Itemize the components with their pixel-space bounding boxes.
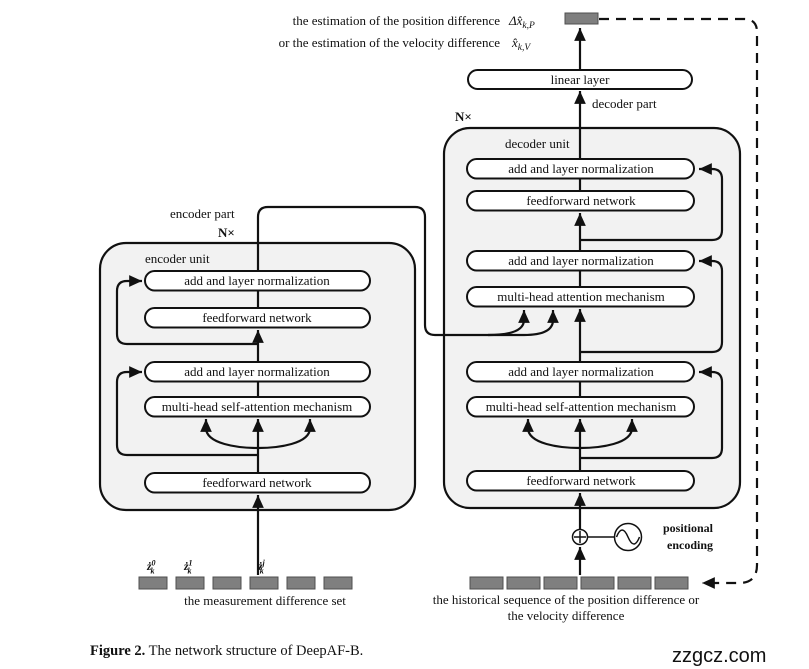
- encoder-repeat-label: N×: [218, 225, 235, 240]
- token: [580, 576, 615, 590]
- encoder-addnorm2-label: add and layer normalization: [184, 364, 330, 379]
- encoder-residual-loop-1: [115, 275, 258, 346]
- encoder-addnorm2-box: [144, 361, 371, 383]
- encoder-ffn2-box: [144, 472, 371, 494]
- decoder-ffn1-box: [466, 190, 695, 212]
- sine-wave-icon: [613, 522, 643, 552]
- token: [286, 576, 316, 590]
- token: [249, 576, 279, 590]
- arrow-into-decoder-mhsa-left: [522, 419, 581, 450]
- decoder-unit-box: [442, 126, 742, 510]
- watermark: zzgcz.com: [672, 645, 766, 667]
- encoder-residual-loop-2: [115, 366, 258, 457]
- encoder-addnorm1-label: add and layer normalization: [184, 273, 330, 288]
- token: [138, 576, 168, 590]
- token: [654, 576, 689, 590]
- decoder-part-label: decoder part: [592, 96, 657, 111]
- decoder-mha-label: multi-head attention mechanism: [497, 289, 665, 304]
- decoder-residual-loop-1: [580, 163, 724, 242]
- history-input: the historical sequence of the position …: [433, 576, 700, 623]
- decoder-addnorm3-label: add and layer normalization: [508, 364, 654, 379]
- decoder-mhsa-label: multi-head self-attention mechanism: [486, 399, 677, 414]
- token: [506, 576, 541, 590]
- token: [543, 576, 578, 590]
- figure-caption: Figure 2. The network structure of DeepA…: [90, 643, 363, 659]
- token: [323, 576, 353, 590]
- encoder-unit-label: encoder unit: [145, 251, 210, 266]
- encoder-ffn1-label: feedforward network: [202, 310, 312, 325]
- arrow-into-decoder-mhsa-right: [579, 419, 638, 450]
- decoder-ffn2-box: [466, 470, 695, 492]
- decoder-addnorm1-label: add and layer normalization: [508, 161, 654, 176]
- estimation-line1: the estimation of the position differenc…: [293, 13, 501, 28]
- arrow-into-encoder-mhsa-left: [200, 419, 259, 450]
- decoder-ffn2-label: feedforward network: [526, 473, 636, 488]
- linear-layer-box: [467, 69, 693, 90]
- positional-encoding-label-1: positional: [663, 521, 714, 535]
- decoder-residual-loop-3: [580, 366, 724, 460]
- decoder-addnorm2-label: add and layer normalization: [508, 253, 654, 268]
- decoder-ffn1-label: feedforward network: [526, 193, 636, 208]
- decoder-addnorm1-box: [466, 158, 695, 180]
- token: [212, 576, 242, 590]
- token: [469, 576, 504, 590]
- estimation-line2: or the estimation of the velocity differ…: [279, 35, 501, 50]
- encoder-ffn1-box: [144, 307, 371, 329]
- decoder-addnorm2-box: [466, 250, 695, 272]
- measurement-caption: the measurement difference set: [184, 593, 346, 608]
- encoder-unit: encoder unit add and layer normalization…: [98, 205, 559, 512]
- arrow-encoder-into-mha-2: [506, 310, 559, 337]
- arrow-into-encoder-mhsa-right: [257, 419, 316, 450]
- position-math-label: Δx̂k,P: [508, 13, 535, 31]
- velocity-math-label: x̂k,V: [511, 35, 531, 53]
- arrow-encoder-into-mha-1: [487, 310, 530, 337]
- output-annotation: the estimation of the position differenc…: [279, 12, 599, 53]
- positional-encoding-label-2: encoding: [667, 538, 713, 552]
- decoder-repeat-label: N×: [455, 109, 472, 124]
- history-caption-line2: the velocity difference: [508, 608, 625, 623]
- encoder-addnorm1-box: [144, 270, 371, 292]
- token: [175, 576, 205, 590]
- token: [617, 576, 652, 590]
- encoder-mhsa-label: multi-head self-attention mechanism: [162, 399, 353, 414]
- output-token: [564, 12, 599, 25]
- decoder-addnorm3-box: [466, 361, 695, 383]
- encoder-mhsa-box: [144, 396, 371, 418]
- decoder-unit-label: decoder unit: [505, 136, 570, 151]
- encoder-ffn2-label: feedforward network: [202, 475, 312, 490]
- history-caption-line1: the historical sequence of the position …: [433, 592, 700, 607]
- decoder-mha-box: [466, 286, 695, 308]
- encoder-part-label: encoder part: [170, 206, 235, 221]
- decoder-unit: decoder unit add and layer normalization…: [442, 91, 742, 510]
- decoder-residual-loop-2: [580, 255, 724, 354]
- sine-path: [615, 529, 641, 545]
- decoder-mhsa-box: [466, 396, 695, 418]
- linear-layer-label: linear layer: [551, 72, 610, 87]
- positional-encoding: positional encoding: [571, 493, 714, 575]
- encoder-to-decoder-line: [256, 205, 506, 337]
- output-feedback-dashed-arrow: [599, 17, 759, 589]
